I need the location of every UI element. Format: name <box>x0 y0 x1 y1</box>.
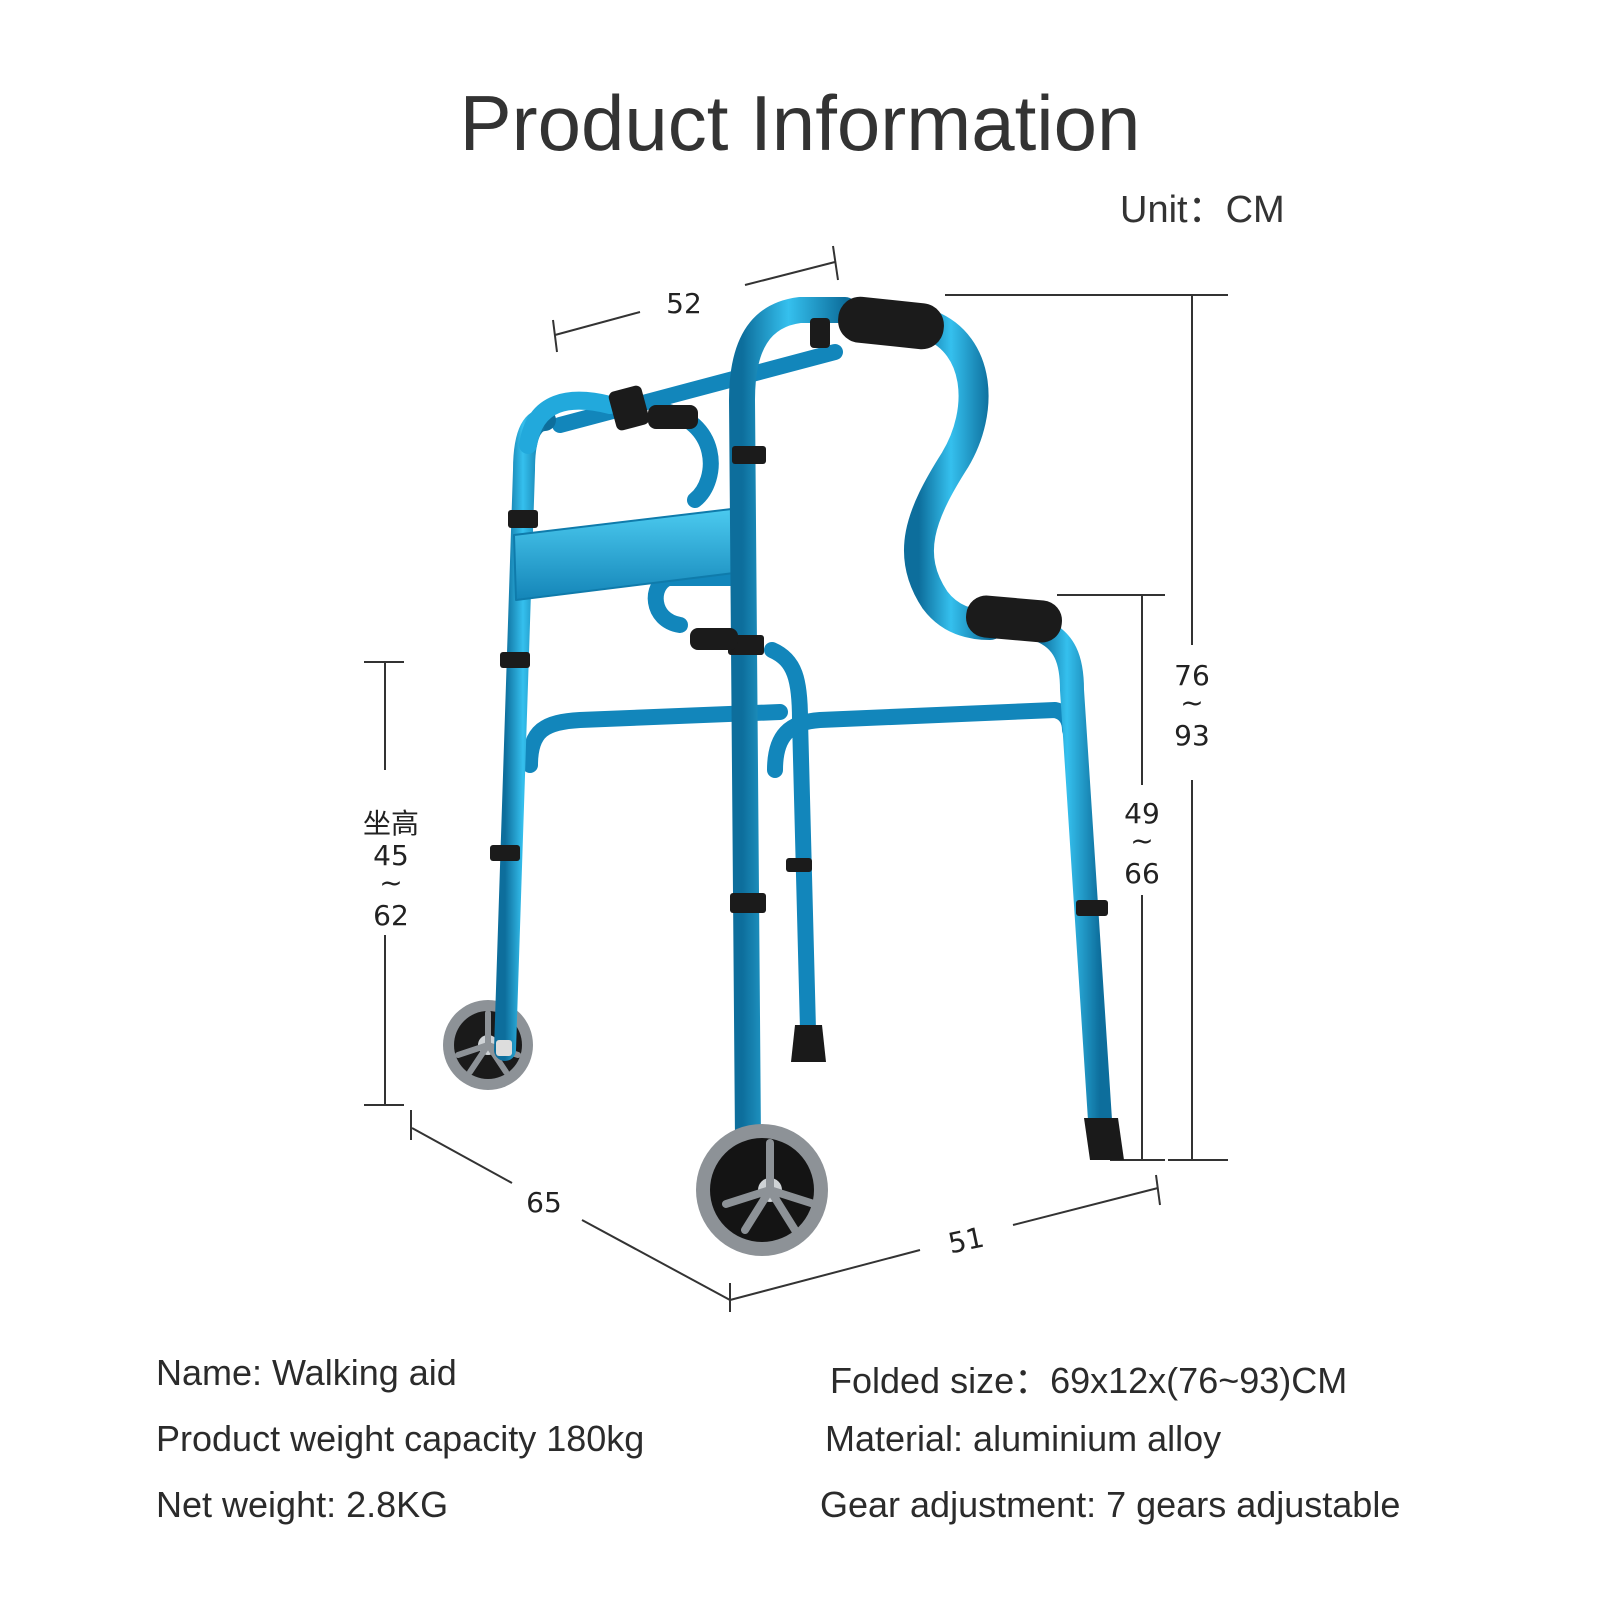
dim-total-height-max: 93 <box>1174 719 1210 752</box>
dim-seat-label: 坐高 <box>363 807 419 840</box>
page-title: Product Information <box>459 79 1141 167</box>
spec-net-weight: Net weight: 2.8KG <box>156 1484 449 1525</box>
spec-material: Material: aluminium alloy <box>825 1418 1222 1459</box>
dimension-lines <box>364 245 1228 1312</box>
dim-depth: 65 <box>526 1186 562 1219</box>
dim-handle-height-min: 49 <box>1124 797 1160 830</box>
front-wheel <box>696 1124 828 1256</box>
walker-illustration <box>443 296 1124 1256</box>
hand-grips <box>838 296 1062 643</box>
dim-seat-height-min: 45 <box>373 839 409 872</box>
dim-total-height-sep: ~ <box>1180 686 1203 719</box>
spec-capacity: Product weight capacity 180kg <box>156 1418 645 1459</box>
dim-handle-height-max: 66 <box>1124 857 1160 890</box>
rear-wheel <box>443 1000 533 1090</box>
spec-gear-adjustment: Gear adjustment: 7 gears adjustable <box>820 1484 1401 1525</box>
dim-bottom-width: 51 <box>945 1221 987 1261</box>
dim-total-height-min: 76 <box>1174 659 1210 692</box>
unit-label: Unit：CM <box>1120 189 1285 231</box>
spec-folded-size: Folded size：69x12x(76~93)CM <box>830 1360 1348 1401</box>
dim-seat-height-max: 62 <box>373 899 409 932</box>
dim-seat-height-sep: ~ <box>379 866 402 899</box>
spec-name: Name: Walking aid <box>156 1352 457 1393</box>
dim-handle-height-sep: ~ <box>1130 824 1153 857</box>
dim-top-width: 52 <box>666 287 702 320</box>
